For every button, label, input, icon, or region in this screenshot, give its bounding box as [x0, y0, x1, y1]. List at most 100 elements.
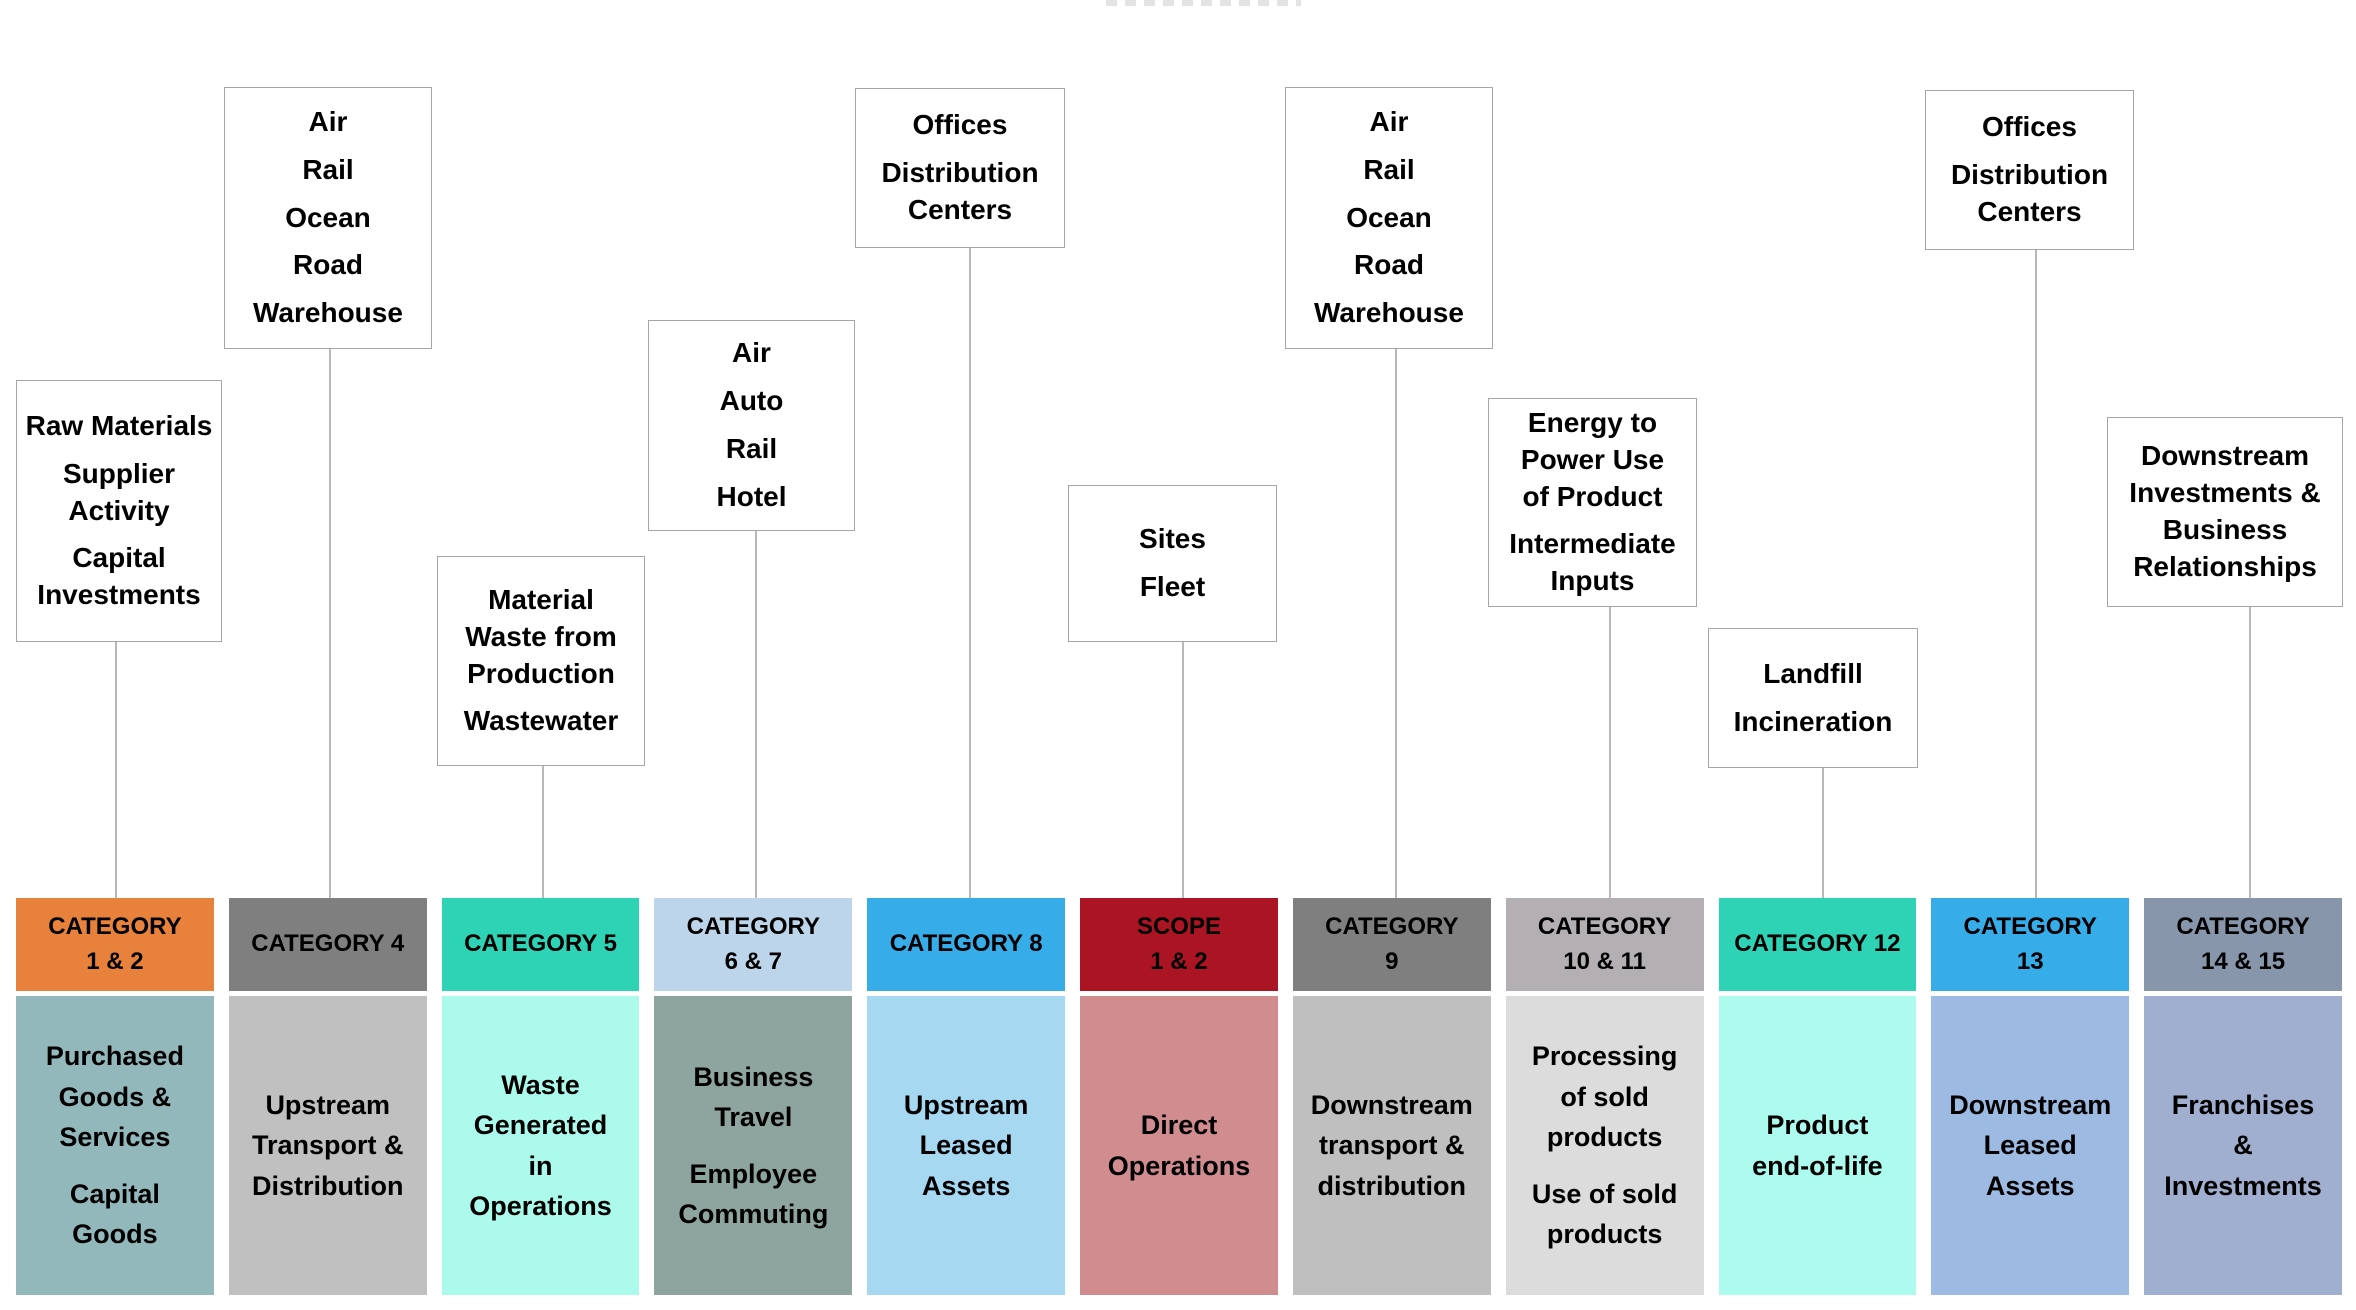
body-text: Franchises & Investments [2164, 1089, 2322, 1201]
callout-product-energy-inputs: Energy to Power Use of Product Intermedi… [1488, 398, 1697, 607]
callout-text: Auto [719, 385, 784, 417]
body-category-1-2: Purchased Goods & Services Capital Goods [16, 996, 214, 1295]
leader-line-category-4 [329, 349, 331, 898]
callout-text: Air [1369, 105, 1409, 137]
body-text: Downstream Leased Assets [1949, 1089, 2112, 1201]
body-category-4: Upstream Transport & Distribution [228, 996, 427, 1295]
body-text: Use of sold products [1531, 1178, 1678, 1250]
callout-text: Capital Investments [37, 542, 201, 611]
callout-text: Incineration [1733, 705, 1893, 737]
column-category-13: CATEGORY 13 Downstream Leased Assets [1931, 898, 2130, 1295]
body-text: Employee Commuting [678, 1158, 829, 1230]
cropped-title-fragment [1106, 0, 1301, 6]
callout-text: Air [308, 105, 348, 137]
body-text: Direct Operations [1107, 1110, 1251, 1181]
callout-offices-distribution-upstream: Offices Distribution Centers [855, 88, 1065, 248]
header-category-1-2: CATEGORY 1 & 2 [16, 898, 214, 991]
header-category-4: CATEGORY 4 [228, 898, 427, 991]
callout-text: Intermediate Inputs [1509, 528, 1676, 597]
callout-text: Road [1354, 249, 1424, 281]
leader-line-category-12 [1822, 768, 1824, 898]
callout-text: Fleet [1139, 571, 1206, 602]
callout-text: Rail [725, 433, 778, 464]
callout-text: Downstream Investments & Business Relati… [2129, 440, 2321, 582]
body-text: Product end-of-life [1752, 1110, 1883, 1181]
callout-text: Warehouse [1314, 297, 1464, 329]
header-category-8: CATEGORY 8 [867, 898, 1066, 991]
leader-line-category-13 [2035, 250, 2037, 898]
callout-text: Road [293, 249, 363, 281]
callout-text: Ocean [285, 201, 371, 233]
callout-text: Offices [912, 109, 1008, 141]
header-scope-1-2: SCOPE 1 & 2 [1080, 898, 1278, 991]
header-category-12: CATEGORY 12 [1718, 898, 1917, 991]
leader-line-category-1-2 [115, 642, 117, 898]
body-text: Upstream Transport & Distribution [251, 1089, 404, 1201]
body-category-12: Product end-of-life [1718, 996, 1917, 1295]
callout-downstream-transport-modes: Air Rail Ocean Road Warehouse [1285, 87, 1493, 349]
header-category-14-15: CATEGORY 14 & 15 [2144, 898, 2342, 991]
callout-production-waste: Material Waste from Production Wastewate… [437, 556, 645, 766]
column-category-8: CATEGORY 8 Upstream Leased Assets [867, 898, 1066, 1295]
column-category-9: CATEGORY 9 Downstream transport & distri… [1292, 898, 1491, 1295]
body-text: Upstream Leased Assets [903, 1089, 1029, 1201]
leader-line-category-10-11 [1609, 607, 1611, 898]
callout-raw-materials: Raw Materials Supplier Activity Capital … [16, 380, 222, 642]
body-text: Downstream transport & distribution [1310, 1089, 1473, 1201]
callout-text: Landfill [1763, 657, 1863, 689]
column-category-5: CATEGORY 5 Waste Generated in Operations [441, 898, 640, 1295]
callout-offices-distribution-downstream: Offices Distribution Centers [1925, 90, 2134, 250]
callout-text: Material Waste from Production [465, 583, 617, 689]
callout-text: Supplier Activity [62, 457, 175, 526]
callout-text: Offices [1982, 111, 2077, 143]
callout-text: Distribution Centers [1950, 159, 2109, 227]
callout-text: Distribution Centers [881, 157, 1039, 225]
header-category-9: CATEGORY 9 [1292, 898, 1491, 991]
header-category-6-7: CATEGORY 6 & 7 [654, 898, 853, 991]
column-category-4: CATEGORY 4 Upstream Transport & Distribu… [228, 898, 427, 1295]
callout-text: Wastewater [463, 705, 619, 737]
leader-line-scope-1-2 [1182, 642, 1184, 898]
leader-line-category-6-7 [755, 531, 757, 898]
header-category-5: CATEGORY 5 [441, 898, 640, 991]
leader-line-category-5 [542, 766, 544, 898]
body-category-10-11: Processing of sold products Use of sold … [1505, 996, 1704, 1295]
callout-text: Rail [1363, 153, 1415, 185]
column-category-12: CATEGORY 12 Product end-of-life [1718, 898, 1917, 1295]
leader-line-category-9 [1395, 349, 1397, 898]
header-category-10-11: CATEGORY 10 & 11 [1505, 898, 1704, 991]
leader-line-category-14-15 [2249, 607, 2251, 898]
body-text: Capital Goods [69, 1178, 160, 1250]
body-scope-1-2: Direct Operations [1080, 996, 1278, 1295]
column-category-10-11: CATEGORY 10 & 11 Processing of sold prod… [1505, 898, 1704, 1295]
body-category-13: Downstream Leased Assets [1931, 996, 2130, 1295]
body-category-5: Waste Generated in Operations [441, 996, 640, 1295]
callout-text: Rail [302, 153, 354, 185]
callout-business-travel-modes: Air Auto Rail Hotel [648, 320, 855, 531]
column-category-6-7: CATEGORY 6 & 7 Business Travel Employee … [654, 898, 853, 1295]
body-category-8: Upstream Leased Assets [867, 996, 1066, 1295]
body-category-6-7: Business Travel Employee Commuting [654, 996, 853, 1295]
header-category-13: CATEGORY 13 [1931, 898, 2130, 991]
callout-landfill-incineration: Landfill Incineration [1708, 628, 1918, 768]
column-scope-1-2: SCOPE 1 & 2 Direct Operations [1080, 898, 1278, 1295]
callout-text: Sites [1139, 523, 1206, 555]
callout-upstream-transport-modes: Air Rail Ocean Road Warehouse [224, 87, 432, 349]
body-text: Processing of sold products [1531, 1041, 1678, 1153]
body-text: Business Travel [693, 1061, 814, 1133]
callout-sites-fleet: Sites Fleet [1068, 485, 1277, 642]
callout-text: Raw Materials [25, 409, 213, 441]
leader-line-category-8 [969, 248, 971, 898]
body-category-14-15: Franchises & Investments [2144, 996, 2342, 1295]
callout-text: Warehouse [253, 297, 403, 329]
body-category-9: Downstream transport & distribution [1292, 996, 1491, 1295]
callout-text: Energy to Power Use of Product [1520, 406, 1665, 512]
category-columns: CATEGORY 1 & 2 Purchased Goods & Service… [16, 898, 2342, 1295]
column-category-14-15: CATEGORY 14 & 15 Franchises & Investment… [2144, 898, 2342, 1295]
callout-text: Hotel [716, 480, 787, 512]
body-text: Waste Generated in Operations [469, 1069, 612, 1222]
column-category-1-2: CATEGORY 1 & 2 Purchased Goods & Service… [16, 898, 214, 1295]
callout-downstream-investments: Downstream Investments & Business Relati… [2107, 417, 2343, 607]
callout-text: Ocean [1346, 201, 1432, 233]
